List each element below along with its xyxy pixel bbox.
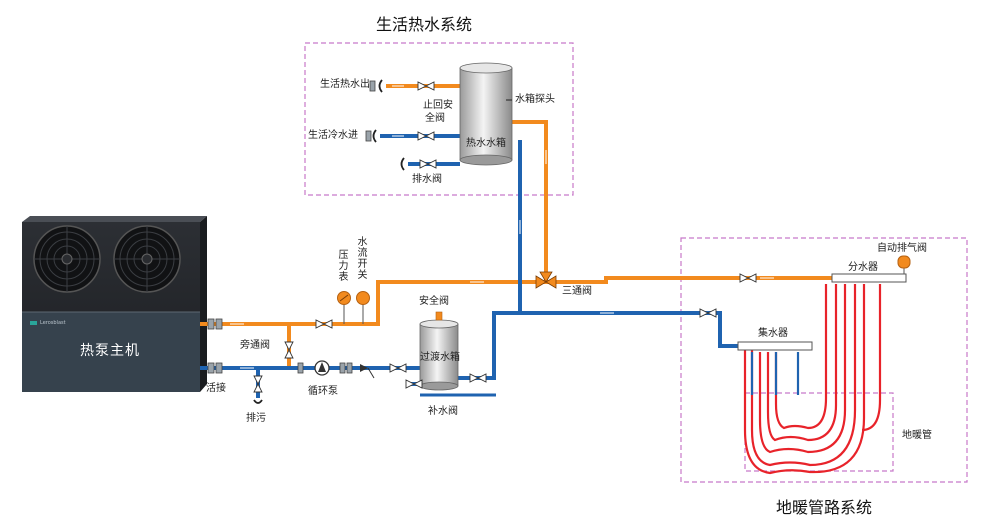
label-makeup-valve: 补水阀 — [428, 406, 458, 417]
collector-bar — [737, 341, 813, 351]
circulation-pump-icon — [314, 360, 330, 376]
collector-return-loops — [750, 352, 800, 395]
heat-pump-unit — [22, 216, 207, 392]
label-auto-air-vent: 自动排气阀 — [877, 243, 927, 254]
union-fittings — [207, 80, 376, 374]
pressure-gauge-icon — [337, 291, 351, 324]
label-tank-probe: 水箱探头 — [515, 94, 555, 105]
label-circulation-pump: 循环泵 — [308, 386, 338, 397]
label-bypass-valve: 旁通阀 — [240, 340, 270, 351]
heat-pump-brand: Lerosblast — [40, 320, 66, 326]
floor-heating-frame — [680, 237, 968, 483]
fan-right-icon — [113, 225, 181, 293]
pipe-end-marks — [253, 79, 405, 404]
floor-heating-system-title: 地暖管路系统 — [776, 498, 873, 517]
label-drain-valve: 排水阀 — [412, 174, 442, 185]
label-hot-tank: 热水水箱 — [466, 138, 506, 149]
hot-water-frame — [304, 42, 574, 196]
label-check-safety-valve-line2: 全阀 — [425, 113, 445, 124]
label-collector: 集水器 — [758, 328, 788, 339]
label-three-way-valve: 三通阀 — [562, 286, 592, 297]
label-union: 活接 — [206, 383, 226, 394]
label-blowdown: 排污 — [246, 413, 266, 424]
label-flow-switch: 水流开关 — [357, 237, 368, 281]
hot-supply-pipes — [200, 84, 832, 366]
buffer-tank — [419, 311, 459, 391]
label-buffer-tank: 过渡水箱 — [420, 352, 460, 363]
label-safety-valve: 安全阀 — [419, 296, 449, 307]
label-domestic-cold-in: 生活冷水进 — [308, 130, 358, 141]
floor-heating-loops — [743, 284, 882, 475]
return-pipes — [200, 134, 738, 398]
label-pressure-gauge: 压力表 — [338, 250, 349, 283]
fan-left-icon — [33, 225, 101, 293]
hot-water-system-title: 生活热水系统 — [376, 15, 473, 34]
valve-icons — [253, 81, 757, 393]
label-check-safety-valve-line1: 止回安 — [423, 100, 453, 111]
hot-water-tank — [459, 62, 513, 166]
flow-switch-icon — [356, 291, 370, 324]
label-distributor: 分水器 — [848, 262, 878, 273]
heat-pump-name: 热泵主机 — [80, 343, 140, 359]
label-floor-heating-pipe: 地暖管 — [902, 430, 932, 441]
auto-air-vent-icon — [897, 255, 911, 274]
filter-icon — [360, 364, 375, 379]
label-domestic-hot-out: 生活热水出 — [320, 79, 370, 90]
distributor-bar — [831, 273, 907, 283]
three-way-valve-icon — [535, 271, 557, 289]
